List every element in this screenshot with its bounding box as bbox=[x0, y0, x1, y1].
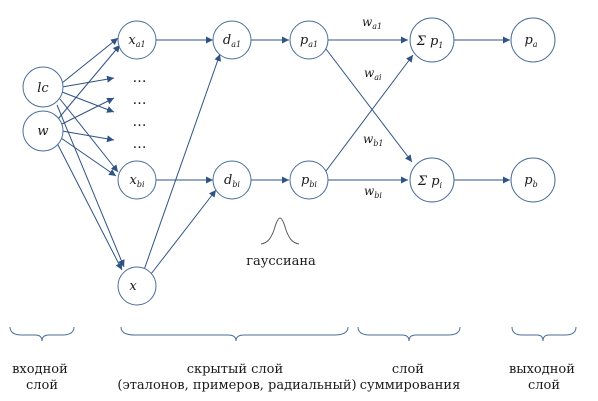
node-w: w bbox=[22, 110, 64, 152]
svg-text:w: w bbox=[37, 124, 48, 139]
layer-label-input: входной слой bbox=[12, 362, 72, 393]
svg-text:Σ p1: Σ p1 bbox=[416, 34, 444, 50]
node-x: x bbox=[117, 266, 157, 306]
svg-text:pb: pb bbox=[524, 173, 537, 189]
ellipsis-3: … bbox=[133, 114, 148, 130]
brace-summation bbox=[357, 326, 461, 342]
edge-lc-x bbox=[56, 104, 125, 268]
svg-text:xbi: xbi bbox=[129, 173, 144, 189]
weight-label-bi: wbi bbox=[364, 184, 382, 200]
edge-x-dbi bbox=[150, 189, 217, 275]
svg-text:pbi: pbi bbox=[301, 173, 317, 189]
ellipsis-1: … bbox=[133, 70, 148, 86]
node-p-a: pa bbox=[510, 17, 556, 63]
node-p-bi: pbi bbox=[289, 160, 329, 200]
svg-text:xa1: xa1 bbox=[128, 33, 145, 49]
node-d-bi: dbi bbox=[212, 160, 252, 200]
svg-text:da1: da1 bbox=[223, 33, 241, 49]
edge-w-dots2 bbox=[61, 130, 115, 143]
brace-output bbox=[511, 326, 577, 342]
node-sum-i: Σ pi bbox=[409, 157, 455, 203]
edge-lc-xa1 bbox=[61, 37, 119, 84]
edge-w-dots1 bbox=[61, 97, 115, 125]
edge-pa1-sumi bbox=[325, 48, 413, 163]
gaussian-curve-icon bbox=[260, 217, 300, 245]
ellipsis-2: … bbox=[133, 92, 148, 108]
node-p-a1: pa1 bbox=[289, 20, 329, 60]
weight-label-ai: wai bbox=[364, 66, 382, 82]
brace-hidden bbox=[120, 326, 349, 342]
edge-w-xbi bbox=[60, 137, 117, 177]
node-sum-1: Σ p1 bbox=[409, 17, 455, 63]
node-lc: lc bbox=[22, 66, 64, 108]
ellipsis-4: … bbox=[133, 136, 148, 152]
svg-text:pa: pa bbox=[524, 33, 537, 49]
edge-x-da1 bbox=[143, 53, 221, 271]
layer-label-output: выходной слой bbox=[509, 362, 579, 393]
brace-input bbox=[9, 326, 75, 342]
node-x-a1: xa1 bbox=[117, 20, 157, 60]
edge-w-x bbox=[56, 142, 123, 271]
svg-text:x: x bbox=[129, 279, 137, 294]
weight-label-a1: wa1 bbox=[362, 15, 382, 31]
node-x-bi: xbi bbox=[117, 160, 157, 200]
svg-text:pa1: pa1 bbox=[300, 33, 318, 49]
node-d-a1: da1 bbox=[212, 20, 252, 60]
gaussian-label: гауссиана bbox=[246, 254, 316, 269]
edges bbox=[56, 36, 510, 275]
edge-lc-dots2 bbox=[61, 91, 115, 113]
layer-label-hidden: скрытый слой (эталонов, примеров, радиал… bbox=[117, 362, 356, 393]
weight-label-b1: wb1 bbox=[363, 132, 384, 148]
layer-label-summation: слой суммирования bbox=[360, 362, 461, 393]
svg-text:dbi: dbi bbox=[224, 173, 240, 189]
edge-pbi-sum1 bbox=[325, 54, 414, 172]
svg-text:lc: lc bbox=[37, 81, 49, 96]
svg-text:Σ pi: Σ pi bbox=[417, 174, 443, 190]
node-p-b: pb bbox=[510, 157, 556, 203]
edge-w-xa1 bbox=[57, 44, 121, 120]
